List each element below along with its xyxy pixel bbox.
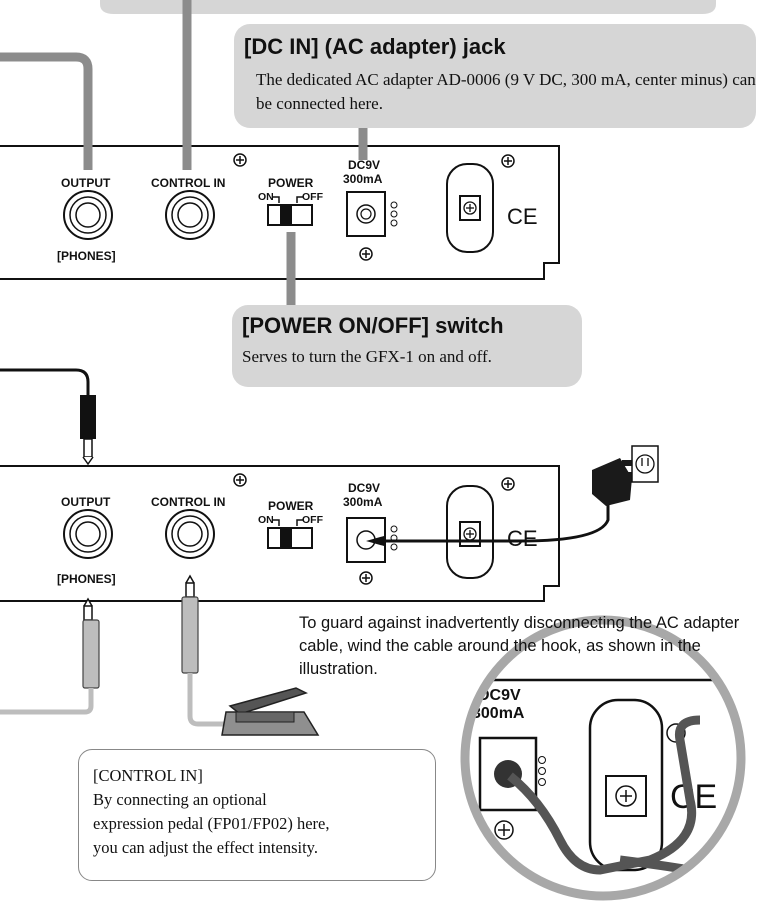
output-label: OUTPUT [61, 495, 111, 509]
control-in-callout-line: [CONTROL IN] [93, 766, 203, 785]
cable-hook [446, 485, 494, 579]
control-in-callout-line: expression pedal (FP01/FP02) here, [93, 814, 330, 833]
screw-icon [501, 477, 515, 491]
hook-note: To guard against inadvertently disconnec… [299, 614, 740, 678]
top-callout-strip [100, 0, 716, 14]
phones-label: [PHONES] [57, 572, 116, 586]
control-in-callout-line: you can adjust the effect intensity. [93, 838, 318, 857]
power-callout-title: [POWER ON/OFF] switch [242, 313, 504, 338]
power-callout: [POWER ON/OFF] switch Serves to turn the… [232, 305, 582, 387]
screw-icon [233, 153, 247, 167]
output-jack [63, 190, 113, 240]
dc-in-jack [346, 191, 386, 237]
power-on-label: ON [258, 514, 274, 526]
rear-panel-bottom: OUTPUT [PHONES] CONTROL IN [0, 368, 659, 736]
current-label: 300mA [343, 172, 383, 186]
control-in-jack [165, 509, 215, 559]
current-label: 300mA [472, 705, 525, 722]
power-off-label: OFF [302, 514, 324, 526]
ac-adapter-icon [592, 445, 659, 506]
screw-icon [233, 473, 247, 487]
polarity-icon [390, 525, 398, 551]
dc-in-callout-title: [DC IN] (AC adapter) jack [244, 34, 506, 59]
dc-in-callout: [DC IN] (AC adapter) jack The dedicated … [234, 24, 756, 128]
power-switch-icon [267, 519, 313, 549]
power-label: POWER [268, 499, 314, 513]
current-label: 300mA [343, 495, 383, 509]
screw-icon [359, 247, 373, 261]
dc9v-label: DC9V [478, 687, 521, 704]
dc9v-label: DC9V [348, 481, 380, 495]
polarity-icon [390, 201, 398, 227]
power-label: POWER [268, 176, 314, 190]
dc9v-label: DC9V [348, 158, 380, 172]
power-off-label: OFF [302, 191, 324, 203]
output-label: OUTPUT [61, 176, 111, 190]
ce-mark: CE [507, 526, 538, 551]
screw-icon [359, 571, 373, 585]
control-in-callout: [CONTROL IN] By connecting an optional e… [78, 749, 436, 881]
power-callout-description: Serves to turn the GFX-1 on and off. [242, 347, 492, 366]
rear-panel-top: OUTPUT [PHONES] CONTROL IN POWER ON OFF [0, 0, 560, 305]
cable-hook [446, 163, 494, 253]
phones-label: [PHONES] [57, 249, 116, 263]
control-in-jack [165, 190, 215, 240]
expression-pedal-icon [221, 687, 320, 736]
control-in-callout-line: By connecting an optional [93, 790, 267, 809]
dc-in-callout-description: The dedicated AC adapter AD-0006 (9 V DC… [256, 70, 756, 113]
control-in-label: CONTROL IN [151, 176, 225, 190]
control-in-label: CONTROL IN [151, 495, 225, 509]
output-jack [63, 509, 113, 559]
power-switch-icon [267, 196, 313, 226]
power-on-label: ON [258, 191, 274, 203]
screw-icon [501, 154, 515, 168]
ce-mark: CE [507, 204, 538, 229]
